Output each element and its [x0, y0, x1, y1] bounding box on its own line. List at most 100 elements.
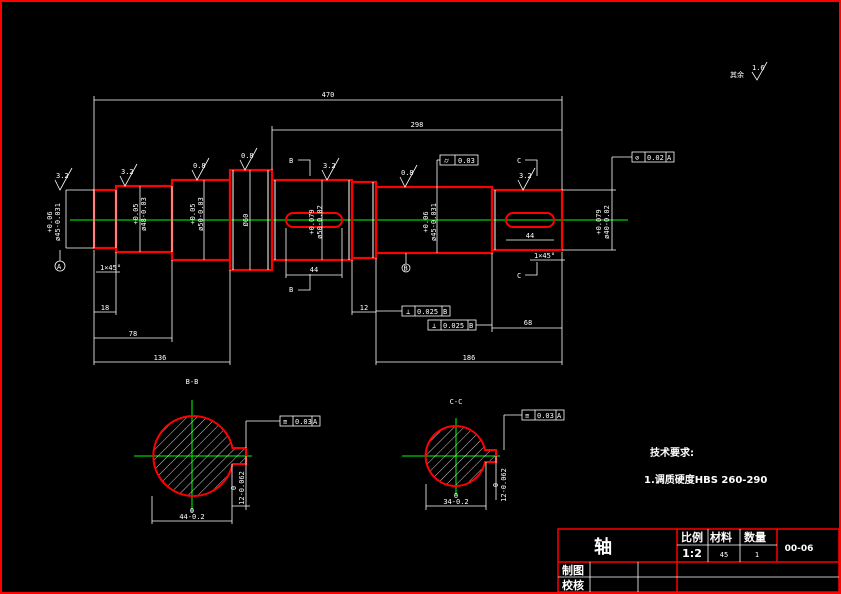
tech-req-item: 1.调质硬度HBS 260-290	[644, 473, 767, 486]
checked-by-label: 校核	[562, 578, 584, 592]
cylindricity-symbol: ⌭	[444, 157, 449, 165]
surface-finish-symbols	[54, 61, 768, 191]
drawn-by-label: 制图	[562, 563, 584, 577]
roughness-symbol	[54, 167, 73, 191]
scale-label: 比例	[681, 530, 703, 544]
title-block: 轴 比例 材料 数量 1:2 45 1 00-06 制图 校核	[557, 528, 840, 593]
runout-symbol: ⊘	[635, 154, 639, 162]
roughness-symbol	[321, 157, 340, 181]
section-bb-view: B-B 44-0.2 0 12-0.062 0 ≡ 0.03 A	[134, 378, 321, 524]
sym-b-ref: A	[313, 418, 318, 426]
shaft-segment-45-left	[92, 188, 118, 250]
perp2-symbol: ⊥	[432, 322, 436, 330]
sym-b-symbol: ≡	[283, 418, 287, 426]
roughness-value: 3.2	[519, 172, 532, 180]
sym-b-value: 0.03	[295, 418, 312, 426]
surface-finish-labels: 3.2 3.2 0.8 0.8 3.2 0.8 3.2 其余 1.6	[56, 64, 765, 180]
roughness-symbol	[239, 147, 258, 171]
section-bb-key-top: 0	[230, 486, 238, 490]
dia-45-left-tol: +0.06	[46, 211, 54, 232]
roughness-symbol	[517, 167, 536, 191]
gdt-frames	[376, 151, 675, 331]
chamfer-right: 1×45°	[534, 252, 555, 260]
roughness-value: 0.8	[241, 152, 254, 160]
dim-78: 78	[129, 330, 137, 338]
dia-45-right: ø45-0.031	[430, 203, 438, 241]
datum-b: B	[404, 265, 408, 273]
cylindricity-value: 0.03	[458, 157, 475, 165]
part-name: 轴	[594, 536, 612, 558]
runout-ref: A	[667, 154, 672, 162]
tech-req-title: 技术要求:	[650, 446, 694, 459]
diameter-labels: +0.06 ø45-0.031 +0.05 ø48-0.03 +0.05 ø50…	[46, 197, 611, 241]
section-cc-width-top: 0	[454, 492, 458, 500]
section-cc-key-top: 0	[492, 483, 500, 487]
section-cc-view: C-C 34-0.2 0 12-0.062 0 ≡ 0.03 A	[402, 398, 565, 510]
datum-a: A	[57, 263, 62, 271]
perp1-symbol: ⊥	[406, 308, 410, 316]
roughness-other-label: 其余	[730, 70, 744, 79]
section-cc-key: 12-0.062	[500, 468, 508, 502]
dim-298: 298	[411, 121, 424, 129]
section-cc-label: C-C	[450, 398, 463, 406]
dia-45-left: ø45-0.031	[54, 203, 62, 241]
roughness-value: 3.2	[56, 172, 69, 180]
section-mark-b-top: B	[289, 157, 293, 165]
roughness-value: 3.2	[323, 162, 336, 170]
length-dim-labels: 470 298 18 78 136 12 68 186 44 44 1×45° …	[100, 91, 555, 362]
roughness-symbol	[191, 157, 210, 181]
section-bb-width-top: 0	[190, 507, 194, 515]
dim-keyway-left: 44	[310, 266, 318, 274]
keyway-left	[285, 212, 343, 228]
sym-c-symbol: ≡	[525, 412, 529, 420]
dim-68: 68	[524, 319, 532, 327]
scale-value: 1:2	[682, 547, 702, 560]
roughness-value: 3.2	[121, 168, 134, 176]
sym-c-ref: A	[557, 412, 562, 420]
sym-c-value: 0.03	[537, 412, 554, 420]
dia-50-mid-tol: +0.079	[308, 209, 316, 234]
length-dim-lines	[93, 96, 565, 365]
diameter-dim-lines	[65, 170, 616, 270]
material-value: 45	[720, 551, 728, 559]
dia-60: Ø60	[242, 214, 250, 227]
dia-50-mid: ø50-0.02	[316, 205, 324, 239]
dia-50-left-tol: +0.05	[189, 203, 197, 224]
roughness-symbol	[399, 164, 418, 188]
drawing-number: 00-06	[785, 544, 814, 554]
datum-markers	[54, 250, 411, 273]
roughness-symbol	[119, 163, 138, 187]
section-bb-width: 44-0.2	[179, 513, 204, 521]
dim-keyway-right: 44	[526, 232, 534, 240]
dia-50-left: ø50-0.03	[197, 197, 205, 231]
quantity-value: 1	[755, 551, 759, 559]
section-mark-b-bottom: B	[289, 286, 293, 294]
runout-value: 0.02	[647, 154, 664, 162]
shaft-main-view: +0.06 ø45-0.031 +0.05 ø48-0.03 +0.05 ø50…	[46, 61, 768, 365]
roughness-other-value: 1.6	[752, 64, 765, 72]
section-mark-c-top: C	[517, 157, 521, 165]
dim-12: 12	[360, 304, 368, 312]
section-mark-c-bottom: C	[517, 272, 521, 280]
roughness-value: 0.8	[193, 162, 206, 170]
section-cc-width: 34-0.2	[443, 498, 468, 506]
section-bb-shape	[152, 415, 247, 497]
dim-136: 136	[154, 354, 167, 362]
shaft-segment-40	[490, 188, 564, 252]
dia-48: ø48-0.03	[140, 197, 148, 231]
dia-40: ø40-0.02	[603, 205, 611, 239]
chamfer-left: 1×45°	[100, 264, 121, 272]
roughness-symbol	[751, 61, 768, 81]
perp1-value: 0.025	[417, 308, 438, 316]
quantity-label: 数量	[744, 530, 766, 544]
keyway-right	[505, 212, 555, 228]
tech-requirements: 技术要求: 1.调质硬度HBS 260-290	[644, 446, 767, 486]
perp1-ref: B	[443, 308, 447, 316]
perp2-ref: B	[469, 322, 473, 330]
section-bb-label: B-B	[186, 378, 199, 386]
material-label: 材料	[710, 530, 732, 544]
perp2-value: 0.025	[443, 322, 464, 330]
